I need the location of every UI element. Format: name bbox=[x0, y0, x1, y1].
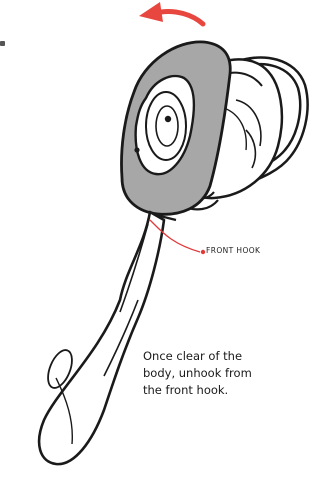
curved-arrow-left-icon bbox=[139, 2, 203, 24]
front-hook-label: FRONT HOOK bbox=[206, 246, 260, 255]
instruction-text: Once clear of the body, unhook from the … bbox=[143, 348, 303, 399]
microphone-boom bbox=[39, 212, 164, 464]
